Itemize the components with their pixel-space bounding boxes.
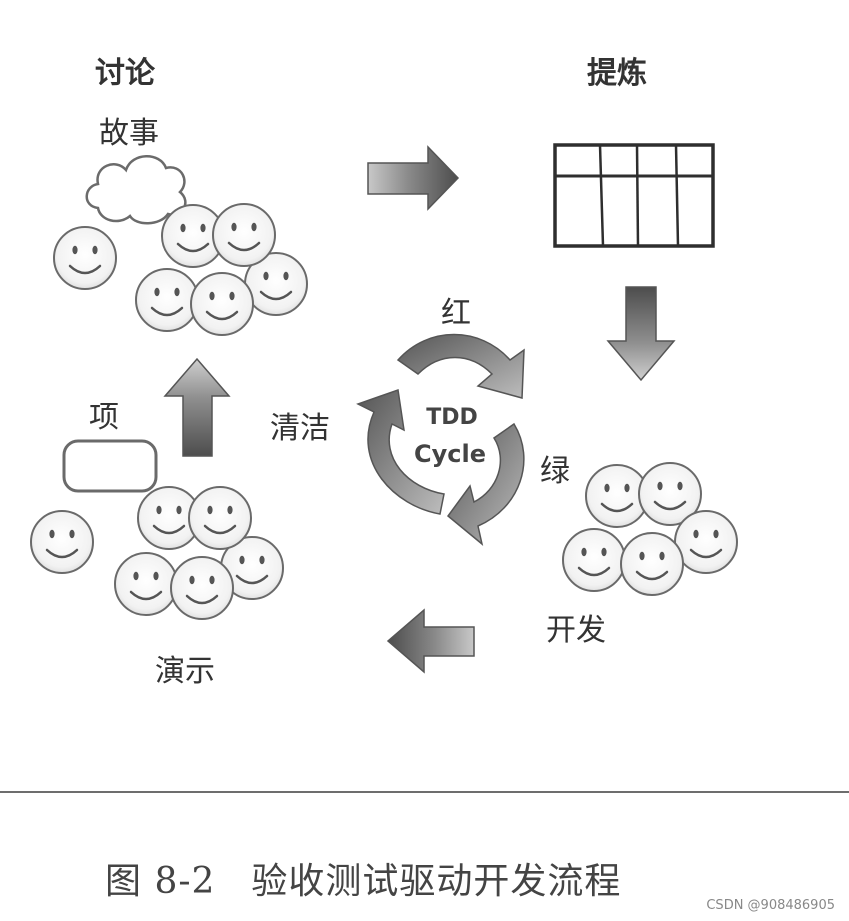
- label-item: 项: [89, 400, 119, 435]
- table-icon: [553, 143, 715, 248]
- cycle-arrow-clean: [356, 388, 445, 515]
- arrow-down-icon: [606, 286, 676, 382]
- caption-figure-number: 图 8-2: [105, 861, 216, 902]
- cloud-icon: [85, 155, 187, 225]
- people-group-develop: [561, 461, 739, 597]
- figure-caption: 图 8-2 验收测试驱动开发流程: [105, 852, 621, 904]
- cycle-arrow-green: [446, 422, 525, 546]
- arrow-right-icon: [367, 145, 460, 211]
- arrow-left-icon: [386, 608, 475, 674]
- caption-title: 验收测试驱动开发流程: [251, 861, 622, 902]
- people-group-discuss: [52, 202, 309, 337]
- arrow-up-icon: [163, 357, 231, 457]
- caption-divider: [0, 791, 849, 793]
- tdd-title-line1: TDD: [426, 405, 478, 430]
- label-distill: 提炼: [587, 56, 647, 91]
- cycle-arrow-red: [396, 333, 525, 399]
- tdd-title-line2: Cycle: [414, 440, 486, 468]
- label-red: 红: [441, 296, 471, 331]
- watermark: CSDN @908486905: [706, 898, 835, 913]
- label-demo: 演示: [155, 654, 215, 689]
- item-card-icon: [62, 439, 158, 493]
- people-group-demo: [29, 485, 285, 621]
- label-clean: 清洁: [270, 411, 330, 446]
- label-green: 绿: [540, 454, 570, 489]
- label-discuss: 讨论: [95, 56, 155, 91]
- label-develop: 开发: [546, 613, 606, 648]
- tdd-cycle-arrows: [356, 333, 525, 546]
- label-story: 故事: [99, 116, 159, 151]
